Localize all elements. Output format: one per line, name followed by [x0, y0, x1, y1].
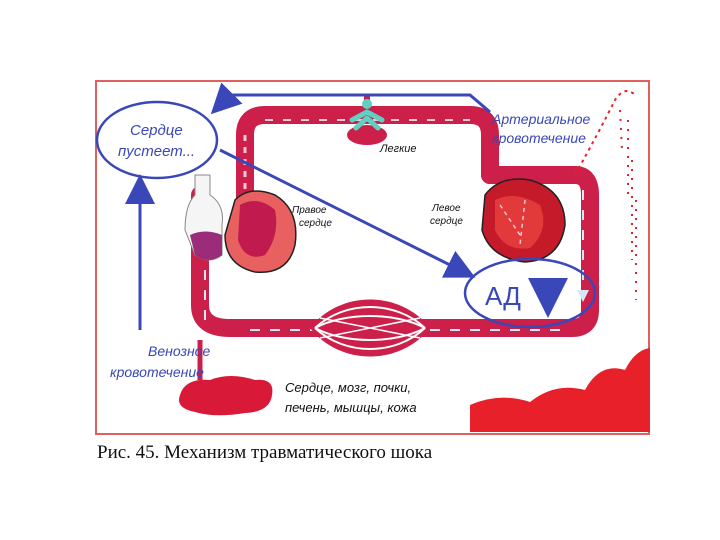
heart-emptying-ellipse [95, 100, 219, 180]
organs-label-line2: печень, мышцы, кожа [285, 400, 417, 415]
blood-pressure-label: АД [485, 281, 521, 311]
venous-bleeding-label-line1: Венозное [148, 343, 210, 359]
lungs [347, 95, 387, 145]
heart-emptying-label-line1: Сердце [130, 122, 183, 139]
figure-caption: Рис. 45. Механизм травматического шока [97, 442, 433, 463]
venous-reservoir [184, 174, 223, 261]
arterial-blood-spray [470, 90, 650, 432]
right-heart [224, 190, 297, 273]
lungs-label: Легкие [379, 143, 417, 155]
left-heart-label-line2: сердце [430, 216, 463, 227]
blood-pressure-ellipse [463, 257, 597, 329]
feedback-arrows [125, 82, 568, 330]
venous-bleeding-label-line2: кровотечение [110, 364, 204, 380]
right-heart-label-line1: Правое [292, 205, 327, 216]
right-heart-label-line2: сердце [299, 218, 332, 229]
left-heart-label-line1: Левое [431, 203, 461, 214]
organ-capillary-network [310, 299, 430, 357]
arterial-bleeding-label-line1: Артериальное [491, 111, 591, 127]
left-heart [481, 178, 566, 263]
arterial-bleeding-label-line2: кровотечение [492, 130, 586, 146]
heart-emptying-label-line2: пустеет... [118, 143, 195, 160]
venous-blood-puddle [179, 340, 273, 416]
organs-label-line1: Сердце, мозг, почки, [285, 380, 411, 395]
